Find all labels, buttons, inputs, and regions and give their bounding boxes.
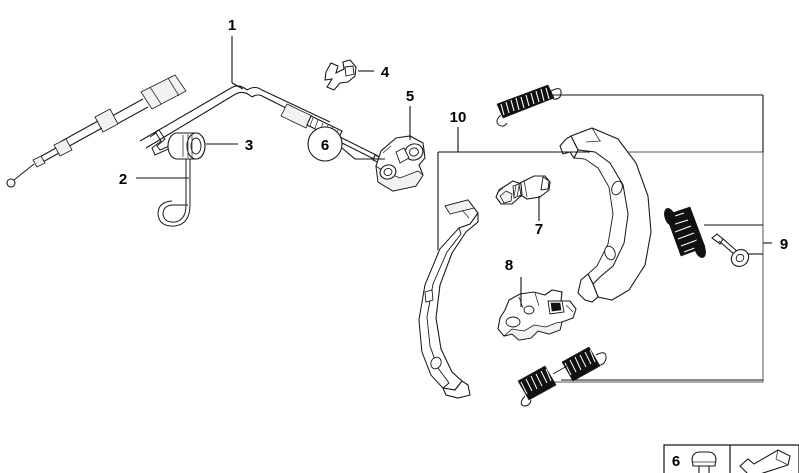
callout-label-9: 9 bbox=[780, 236, 788, 253]
wedge-icon bbox=[739, 449, 791, 473]
part-holddown-spring bbox=[664, 206, 706, 258]
bolt-head-icon bbox=[691, 451, 717, 473]
part-cable-bracket bbox=[375, 135, 426, 192]
part-return-spring-top bbox=[496, 84, 562, 127]
callout-label-8: 8 bbox=[505, 257, 513, 274]
callout-label-2: 2 bbox=[119, 171, 127, 188]
callout-leader-10 bbox=[437, 127, 590, 250]
part-brake-shoe-right bbox=[559, 127, 652, 303]
part-brake-shoe-left bbox=[418, 199, 479, 399]
part-retaining-spring-clip bbox=[149, 129, 191, 227]
callout-leader-6 bbox=[341, 147, 385, 160]
part-retaining-pin bbox=[711, 233, 750, 267]
callout-label-5: 5 bbox=[406, 88, 414, 105]
callout-label-3: 3 bbox=[245, 137, 253, 154]
legend-number: 6 bbox=[672, 453, 680, 470]
bolt-legend-box: 6 bbox=[663, 444, 799, 473]
callout-label-1: 1 bbox=[228, 17, 236, 34]
callout-label-4: 4 bbox=[381, 64, 390, 81]
callout-label-10: 10 bbox=[450, 109, 467, 126]
callout-leader-1 bbox=[231, 36, 244, 90]
callout-circle-6 bbox=[307, 126, 343, 162]
callout-label-7: 7 bbox=[535, 221, 543, 238]
part-return-spring-bottom bbox=[517, 346, 607, 407]
part-expansion-lever bbox=[497, 289, 577, 341]
callout-label-6: 6 bbox=[321, 137, 329, 154]
part-brake-shoe-adjuster bbox=[495, 175, 551, 205]
part-parking-brake-cable bbox=[6, 74, 385, 188]
part-rubber-grommet bbox=[167, 132, 206, 160]
part-fork-clevis-clip bbox=[324, 59, 357, 91]
